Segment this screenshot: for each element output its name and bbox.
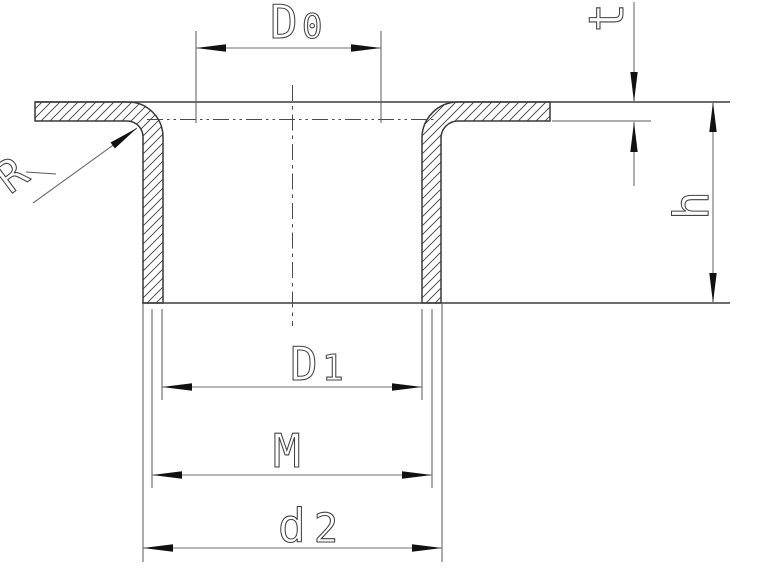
r-label-tick — [25, 171, 57, 175]
r-leader-line — [32, 127, 138, 204]
d2-label-subscript: 2 — [314, 506, 338, 552]
t-label: t — [579, 3, 635, 32]
d2-label: d — [278, 499, 306, 553]
m-label: M — [273, 424, 301, 478]
d1-label-subscript: 1 — [322, 348, 344, 389]
right-flange-and-wall-section — [421, 101, 551, 304]
r-label: R — [0, 147, 38, 204]
d1-label: D — [290, 337, 318, 391]
d0-label: D — [270, 0, 298, 49]
h-label: h — [664, 191, 720, 220]
left-flange-and-wall-section — [34, 101, 164, 304]
d0-label-subscript: 0 — [302, 7, 322, 47]
